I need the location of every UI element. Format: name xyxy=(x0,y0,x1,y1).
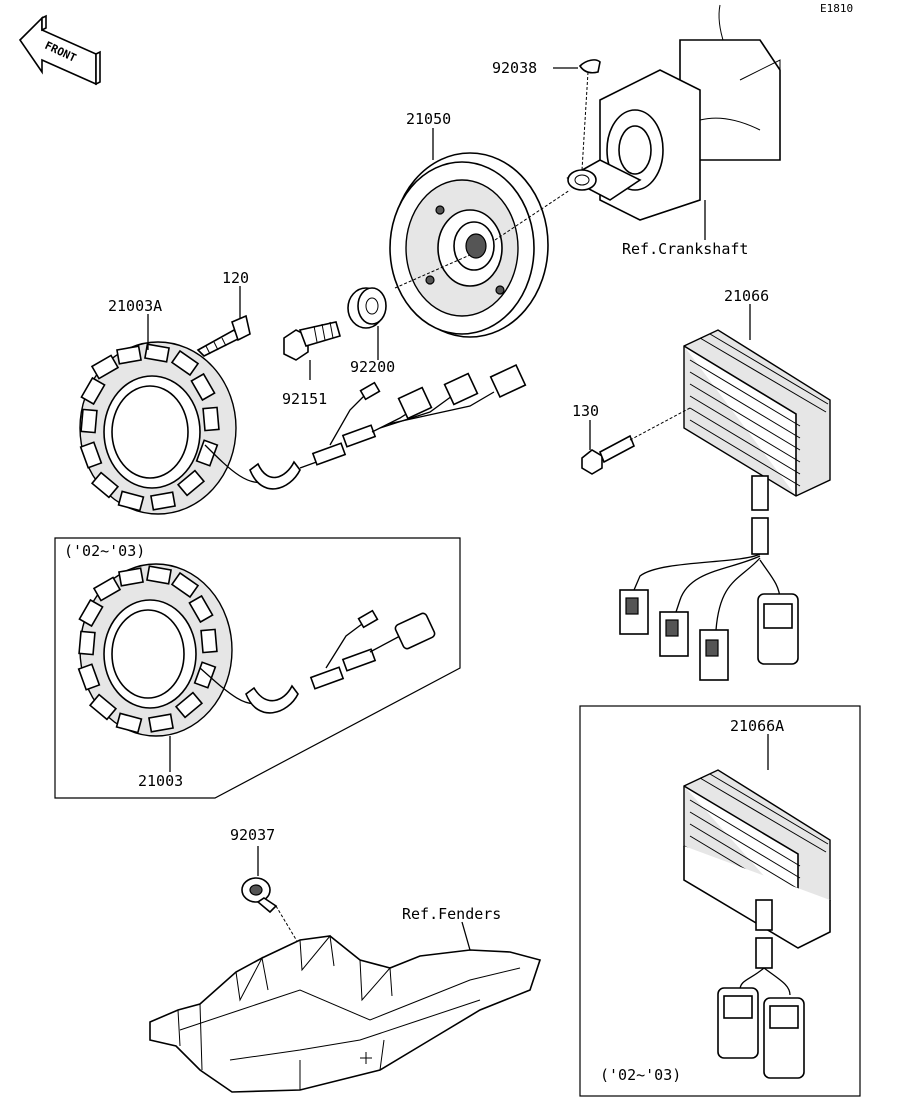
bolt-130-label: 130 xyxy=(572,402,599,420)
bolt-130 xyxy=(581,407,691,475)
stator-21003a xyxy=(79,341,527,515)
fenders-ref-part xyxy=(149,934,542,1093)
regulator-21066 xyxy=(619,329,831,681)
washer-92200 xyxy=(347,287,387,329)
regulator-21066a xyxy=(683,769,831,1079)
stator-21003 xyxy=(77,563,436,737)
diagram-code: E1810 xyxy=(820,2,853,15)
crankshaft-ref-part xyxy=(566,4,781,221)
fenders-ref-label: Ref.Fenders xyxy=(402,905,501,923)
regulator-21066-label: 21066 xyxy=(724,287,769,305)
regulator-alt-box xyxy=(579,705,861,1097)
washer-92200-label: 92200 xyxy=(350,358,395,376)
stator-21003-label: 21003 xyxy=(138,772,183,790)
bolt-120-label: 120 xyxy=(222,269,249,287)
stator-21003a-label: 21003A xyxy=(108,297,162,315)
stator-alt-box xyxy=(54,537,461,799)
flywheel-21050-label: 21050 xyxy=(406,110,451,128)
stator-alt-years-label: ('02~'03) xyxy=(64,542,145,560)
regulator-alt-years-label: ('02~'03) xyxy=(600,1066,681,1084)
flywheel-21050 xyxy=(389,152,571,338)
bolt-92151-label: 92151 xyxy=(282,390,327,408)
clamp-92037-label: 92037 xyxy=(230,826,275,844)
crankshaft-ref-label: Ref.Crankshaft xyxy=(622,240,748,258)
key-92038 xyxy=(553,59,601,171)
bolt-120 xyxy=(196,314,251,357)
bolt-92151 xyxy=(283,321,341,361)
regulator-21066a-label: 21066A xyxy=(730,717,784,735)
front-arrow-icon: FRONT xyxy=(18,14,101,86)
key-92038-label: 92038 xyxy=(492,59,537,77)
